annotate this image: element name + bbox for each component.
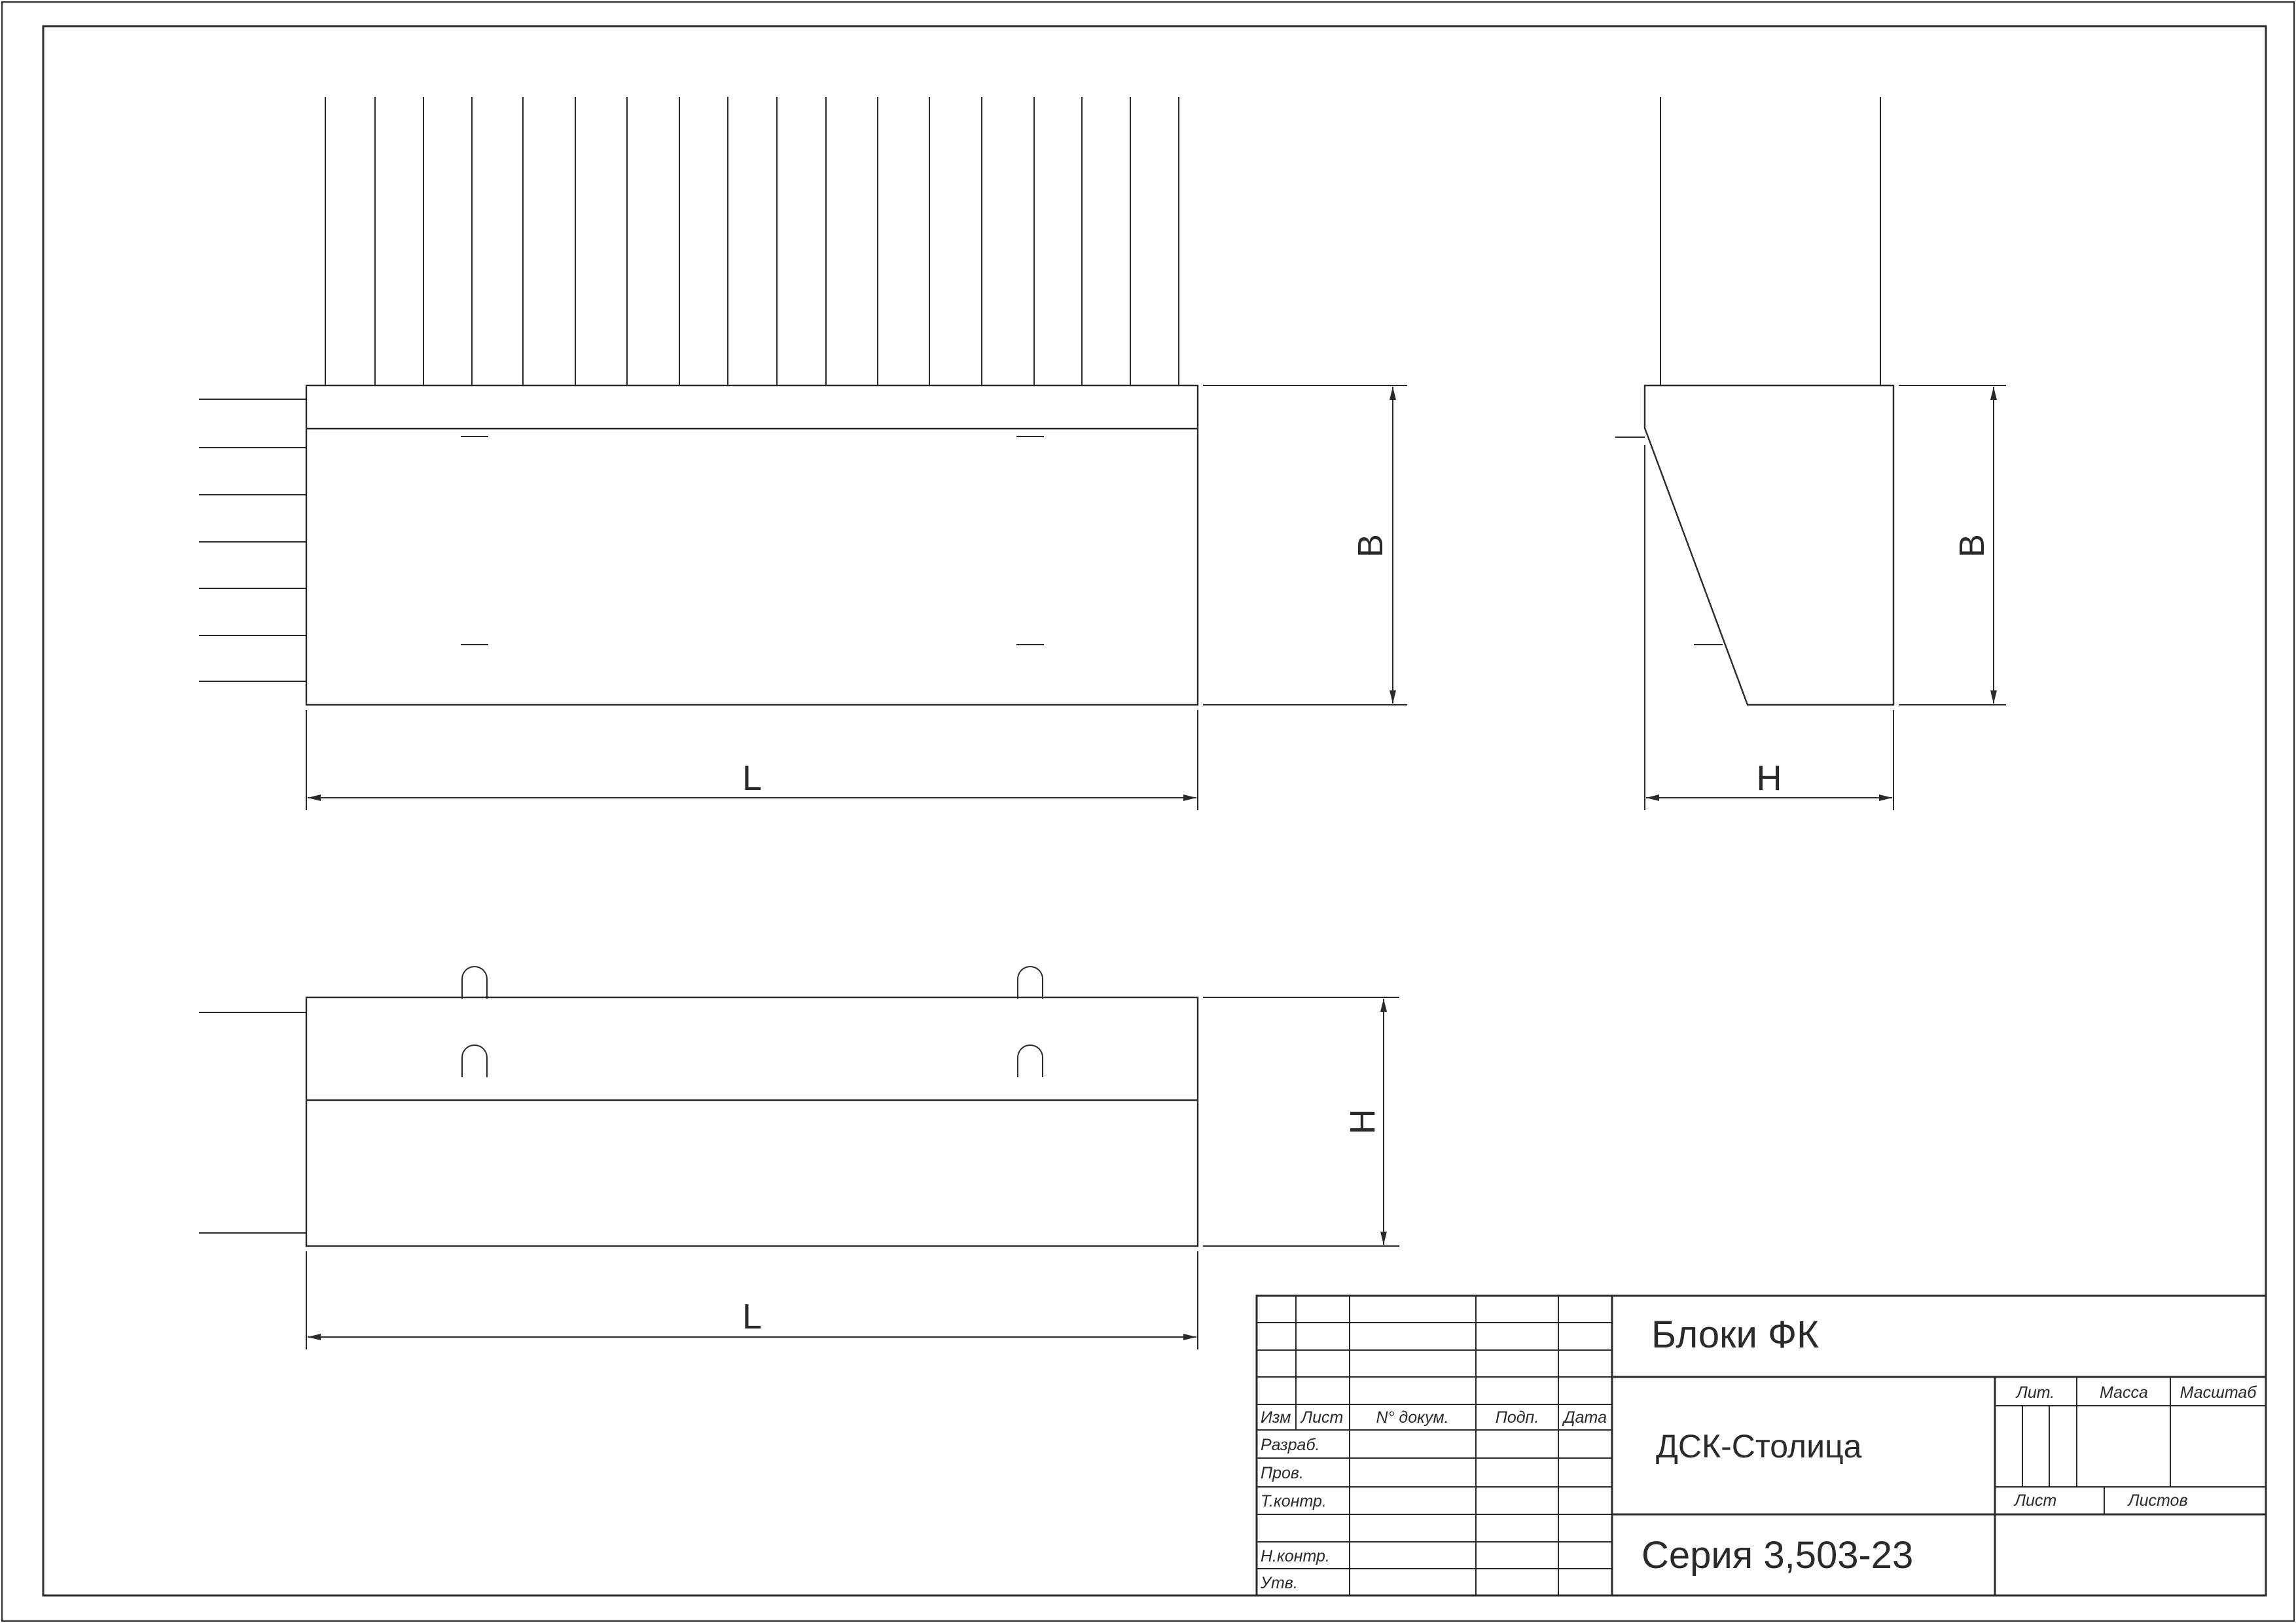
dim-label-b-front: B bbox=[1351, 534, 1390, 558]
dim-label-h-side: H bbox=[1757, 758, 1782, 798]
frame-border bbox=[42, 25, 2267, 1597]
side-view: B H bbox=[1615, 97, 2006, 810]
dim-label-h-plan: H bbox=[1343, 1109, 1382, 1135]
plan-block-outline bbox=[305, 996, 1199, 1247]
dim-label-l-plan: L bbox=[742, 1297, 762, 1336]
organization-name: ДСК-Столица bbox=[1656, 1428, 1862, 1465]
lifting-loop bbox=[461, 1044, 488, 1077]
info-scale: Масштаб bbox=[2180, 1383, 2257, 1402]
side-dim-b: B bbox=[1899, 385, 2006, 705]
revision-grid bbox=[1257, 1296, 1612, 1596]
lifting-loop bbox=[1017, 1044, 1043, 1077]
role-approved: Утв. bbox=[1260, 1574, 1298, 1592]
role-norm-control: Н.контр. bbox=[1261, 1547, 1330, 1565]
info-letter: Лит. bbox=[2015, 1383, 2055, 1402]
title-block: Изм Лист N° докум. Подп. Дата Разраб. Пр… bbox=[1255, 1294, 2267, 1597]
header-izm: Изм bbox=[1261, 1408, 1291, 1427]
side-block-outline bbox=[1643, 384, 1895, 706]
series-name: Серия 3,503-23 bbox=[1641, 1534, 1913, 1577]
front-lifting-marks bbox=[461, 436, 1044, 645]
header-doc-no: N° докум. bbox=[1376, 1408, 1448, 1427]
header-list: Лист bbox=[1300, 1408, 1343, 1427]
plan-dim-h: H bbox=[1203, 997, 1399, 1247]
front-dim-l: L bbox=[306, 710, 1198, 810]
role-checked: Пров. bbox=[1261, 1464, 1304, 1482]
info-mass: Масса bbox=[2100, 1383, 2148, 1402]
info-sheets: Листов bbox=[2126, 1491, 2187, 1510]
role-tech-control: Т.контр. bbox=[1261, 1492, 1327, 1510]
drawing-title: Блоки ФК bbox=[1651, 1313, 1819, 1356]
dim-label-b-side: B bbox=[1952, 534, 1992, 558]
side-dim-h: H bbox=[1646, 710, 1894, 810]
dim-label-l-front: L bbox=[742, 758, 762, 798]
front-block-outline bbox=[305, 384, 1199, 706]
header-date: Дата bbox=[1562, 1408, 1607, 1427]
role-developed: Разраб. bbox=[1261, 1436, 1319, 1454]
front-view: B L bbox=[199, 97, 1407, 810]
info-grid bbox=[1995, 1377, 2266, 1514]
plan-dim-l: L bbox=[306, 1251, 1198, 1349]
front-rebar-group bbox=[325, 97, 1179, 385]
lifting-loop bbox=[1017, 966, 1043, 999]
title-block-frame bbox=[1255, 1294, 2267, 1597]
plan-lifting-loops bbox=[461, 966, 1043, 1077]
plan-view: H L bbox=[199, 966, 1399, 1349]
header-sign: Подп. bbox=[1496, 1408, 1539, 1427]
front-dim-b: B bbox=[1203, 385, 1407, 705]
lifting-loop bbox=[461, 966, 488, 999]
info-sheet: Лист bbox=[2013, 1491, 2056, 1510]
front-side-rebars bbox=[199, 399, 306, 682]
